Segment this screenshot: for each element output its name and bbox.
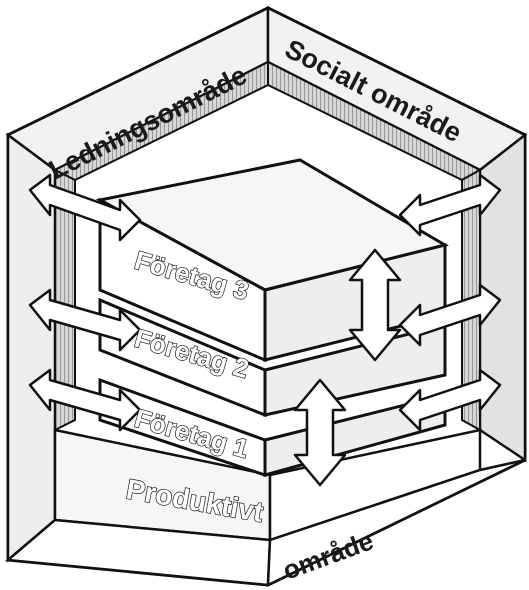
diagram: Ledningsområde Socialt område Företag 3 … bbox=[0, 0, 529, 590]
